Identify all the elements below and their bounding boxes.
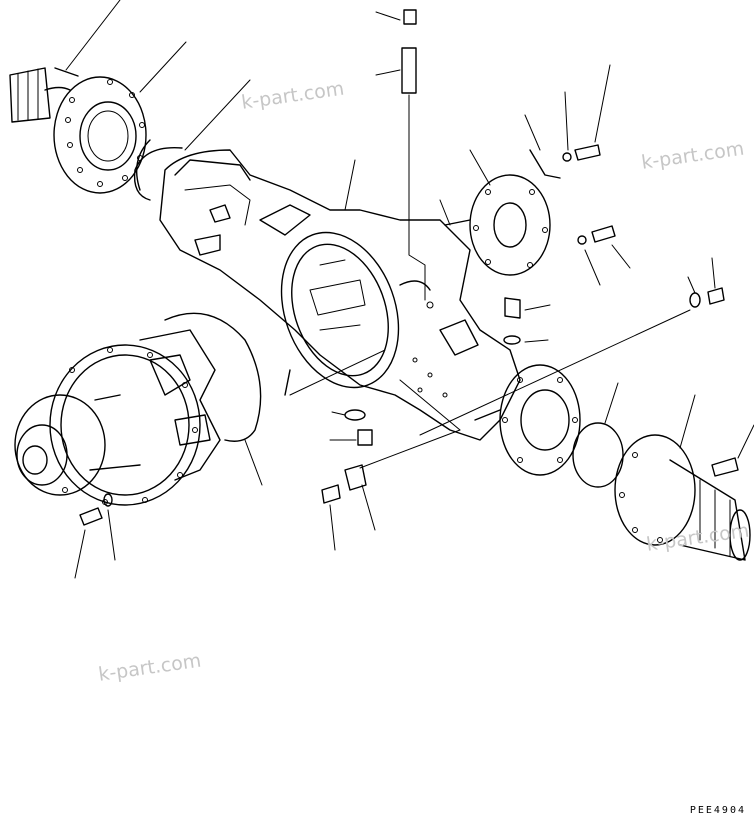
differential-assembly [14, 329, 221, 506]
right-small-parts [419, 257, 725, 436]
differential-gasket [164, 312, 263, 486]
differential-bolt [74, 493, 116, 579]
right-shaft-housing [614, 394, 754, 561]
right-o-ring [572, 382, 624, 488]
left-shaft-housing [9, 0, 187, 194]
center-lower-parts [284, 349, 461, 551]
drawing-code: PEE4904 [689, 805, 746, 816]
axle-housing [159, 149, 521, 441]
left-o-ring [133, 79, 251, 201]
upper-right-flange [439, 149, 551, 276]
right-bolts [503, 64, 631, 345]
breather-assembly [375, 9, 426, 301]
lower-right-flange [474, 364, 581, 476]
